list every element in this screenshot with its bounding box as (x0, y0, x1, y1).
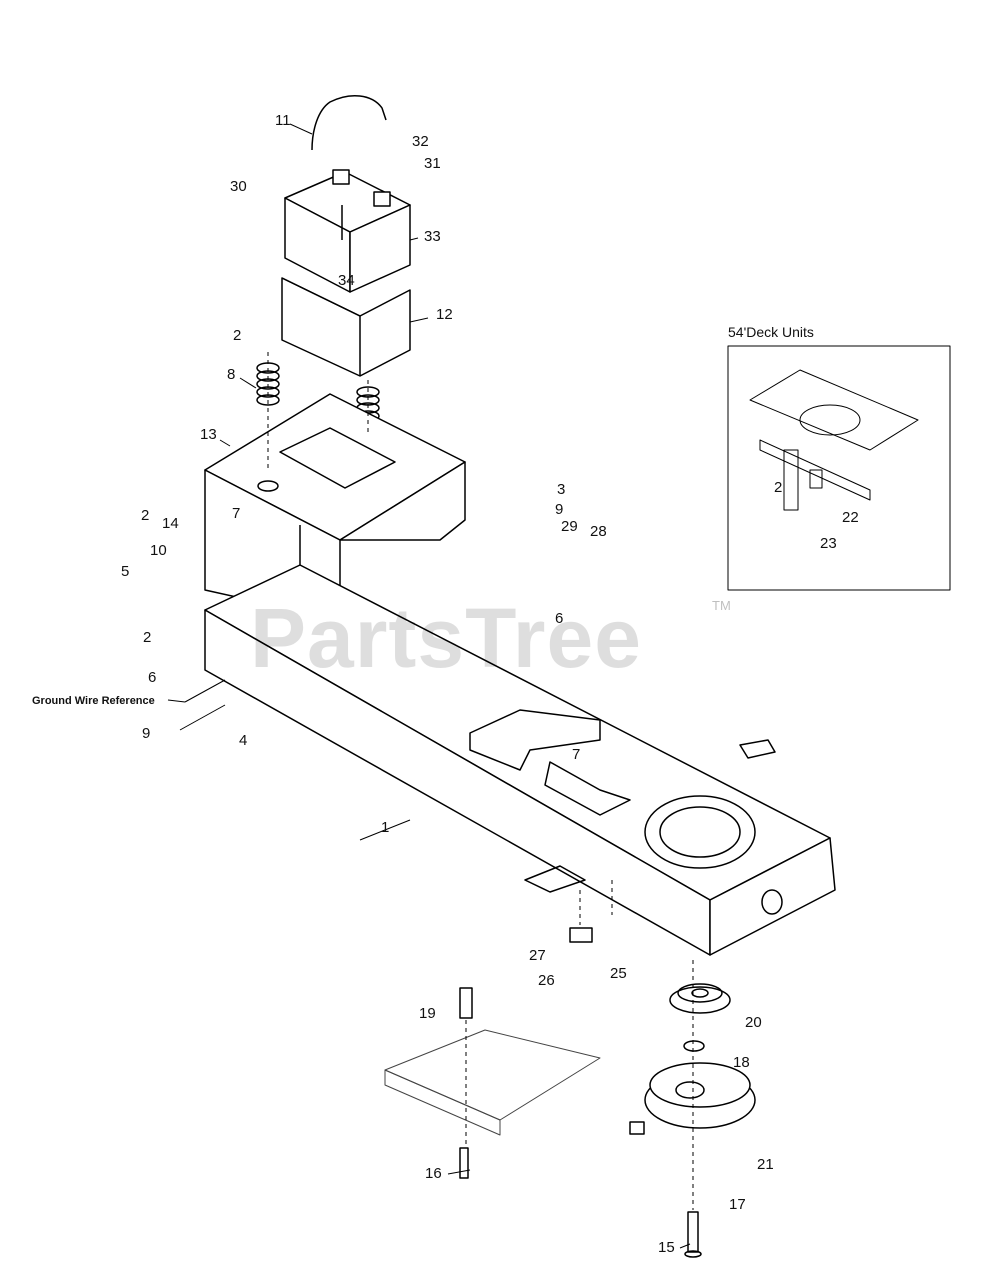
label-4: 4 (239, 732, 248, 749)
inset-drawing (749, 369, 919, 511)
deck-assembly (384, 1029, 601, 1136)
label-3: 3 (557, 481, 566, 498)
main-frame (204, 564, 836, 956)
label-19: 19 (419, 1005, 436, 1022)
label-17: 17 (729, 1196, 746, 1213)
label-27: 27 (529, 947, 546, 964)
label-21: 21 (757, 1156, 774, 1173)
label-32: 32 (412, 133, 429, 150)
label-11: 11 (275, 112, 291, 129)
bolt-15 (684, 1211, 702, 1258)
label-29: 29 (561, 518, 578, 535)
label-30: 30 (230, 178, 247, 195)
label-2: 2 (143, 629, 152, 646)
label-20: 20 (745, 1014, 762, 1031)
trademark-mark: TM (712, 598, 731, 613)
shaft-19 (459, 987, 473, 1019)
label-2: 2 (774, 479, 783, 496)
label-31: 31 (424, 155, 441, 172)
label-34: 34 (338, 272, 355, 289)
label-25: 25 (610, 965, 627, 982)
label-18: 18 (733, 1054, 750, 1071)
label-2: 2 (141, 507, 150, 524)
spacer (683, 1040, 705, 1052)
bolt-16 (459, 1147, 469, 1179)
label-26: 26 (538, 972, 555, 989)
hold-down-wire (311, 95, 387, 151)
inset-title: 54'Deck Units (728, 324, 814, 340)
inset-box (727, 345, 951, 591)
label-15: 15 (658, 1239, 675, 1256)
label-1: 1 (381, 819, 390, 836)
label-9: 9 (555, 501, 564, 518)
battery (284, 169, 411, 293)
electric-clutch (629, 1062, 756, 1135)
label-33: 33 (424, 228, 441, 245)
label-7: 7 (572, 746, 581, 763)
label-9: 9 (142, 725, 151, 742)
label-6: 6 (148, 669, 157, 686)
label-28: 28 (590, 523, 607, 540)
battery-tray (281, 277, 411, 377)
label-14: 14 (162, 515, 179, 532)
label-8: 8 (227, 366, 236, 383)
label-7: 7 (232, 505, 241, 522)
pulley (669, 983, 731, 1014)
label-23: 23 (820, 535, 837, 552)
label-10: 10 (150, 542, 167, 559)
label-12: 12 (436, 306, 453, 323)
ground-wire-note: Ground Wire Reference (32, 695, 155, 707)
partstree-watermark: PartsTree (250, 591, 642, 685)
label-16: 16 (425, 1165, 442, 1182)
label-5: 5 (121, 563, 130, 580)
battery-support (204, 393, 466, 640)
label-13: 13 (200, 426, 217, 443)
label-2: 2 (233, 327, 242, 344)
bracket-27 (569, 927, 593, 943)
label-22: 22 (842, 509, 859, 526)
label-6: 6 (555, 610, 564, 627)
